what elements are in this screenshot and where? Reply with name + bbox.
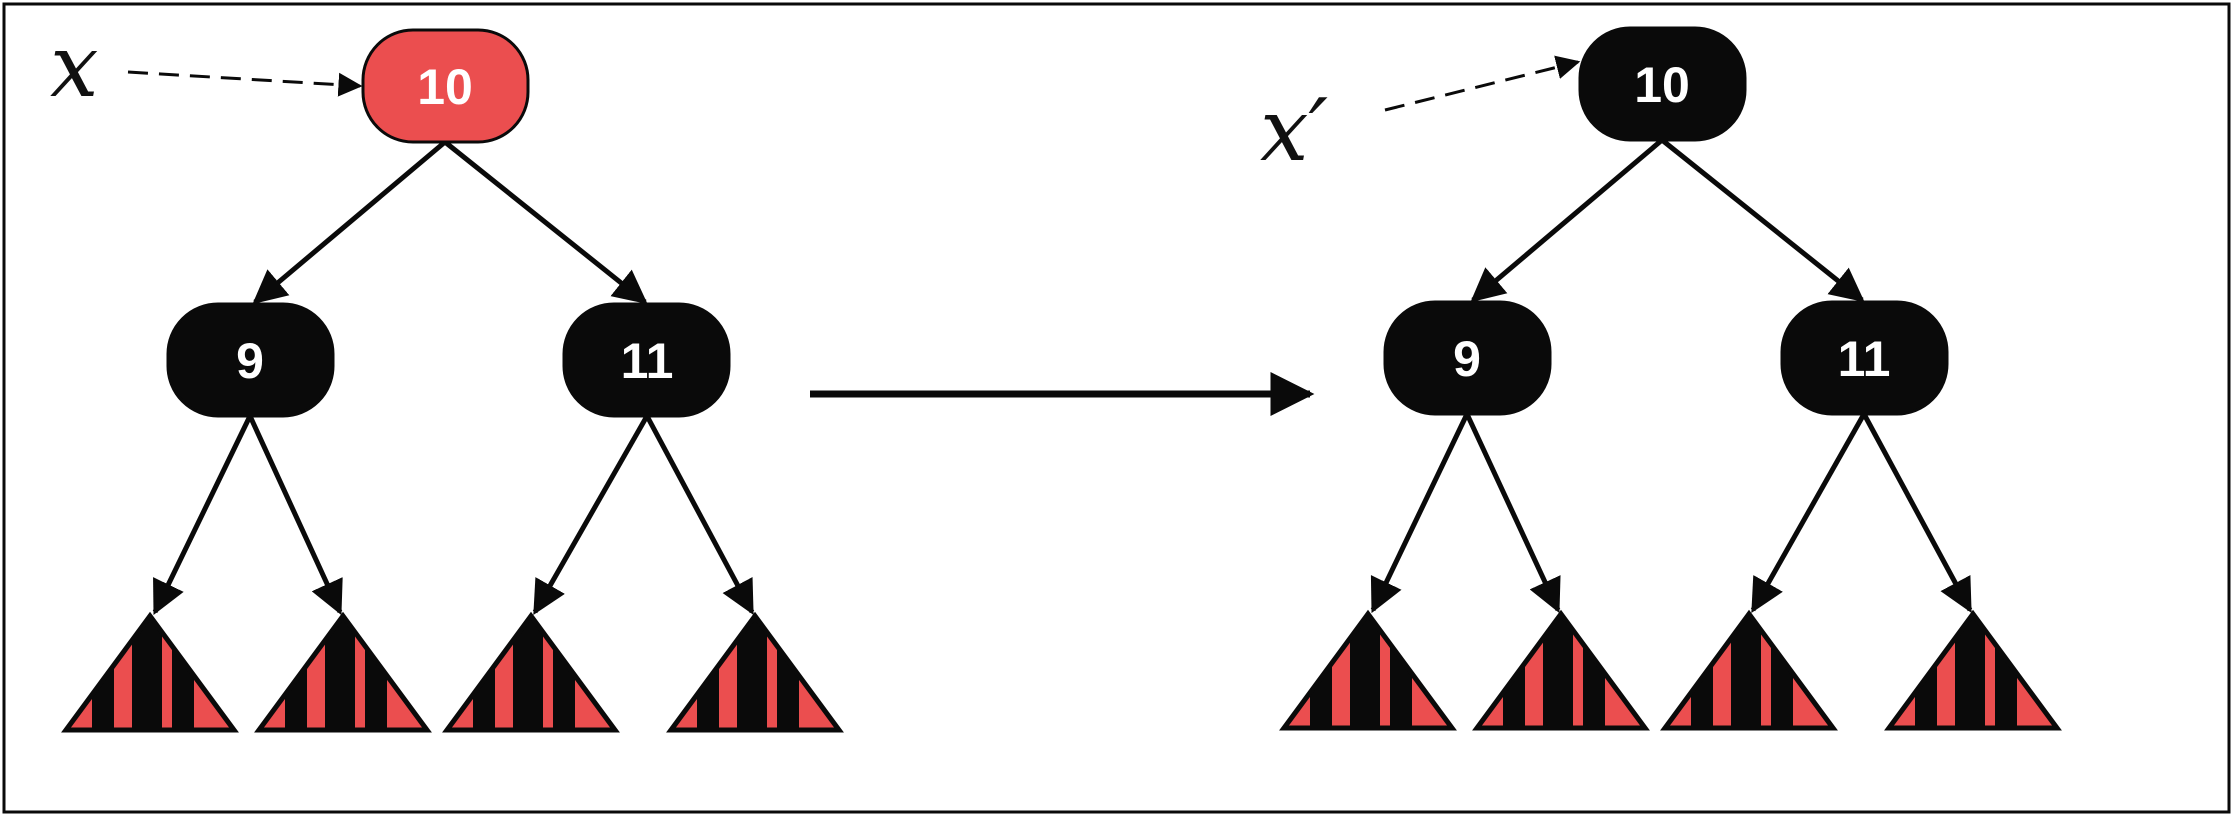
subtree-outline xyxy=(61,611,239,733)
after-root-node: 10 xyxy=(1578,26,1747,142)
after-left-node: 9 xyxy=(1383,300,1552,416)
before-tree: x 10 9 11 xyxy=(50,17,844,733)
node-shape xyxy=(562,302,731,418)
before-root-node: 10 xyxy=(361,28,530,144)
edge-right-to-subtree-4 xyxy=(644,414,755,615)
after-tree: x′ 10 9 11 xyxy=(1260,26,2062,731)
edge-left-to-subtree-2 xyxy=(1464,412,1561,614)
subtree-outline xyxy=(666,611,844,733)
edge-left-to-subtree-1 xyxy=(1370,412,1470,614)
pointer-x-prime-label: x′ xyxy=(1260,81,1328,181)
before-left-node: 9 xyxy=(166,302,335,418)
subtree-outline xyxy=(254,611,432,733)
edge-right-to-subtree-3 xyxy=(1750,412,1867,613)
node-value: 10 xyxy=(1634,57,1690,113)
node-shape xyxy=(166,302,335,418)
node-shape xyxy=(1383,300,1552,416)
node-value: 11 xyxy=(621,333,674,389)
subtree-outline xyxy=(1279,609,1457,731)
node-shape xyxy=(1780,300,1949,416)
edge-root-to-left xyxy=(252,140,447,305)
after-right-node: 11 xyxy=(1780,300,1949,416)
edge-right-to-subtree-4 xyxy=(1861,412,1973,613)
subtree-outline xyxy=(1660,609,1838,731)
subtree-outline xyxy=(1472,609,1650,731)
before-right-node: 11 xyxy=(562,302,731,418)
pointer-x-arrow xyxy=(127,70,363,97)
edge-right-to-subtree-3 xyxy=(532,414,650,615)
pointer-x-label: x xyxy=(50,17,99,117)
edge-root-to-left xyxy=(1470,138,1664,303)
node-value: 9 xyxy=(1453,331,1481,387)
subtree-outline xyxy=(1884,609,2062,731)
subtree-outline xyxy=(442,611,620,733)
node-shape xyxy=(361,28,530,144)
edge-left-to-subtree-1 xyxy=(152,414,253,616)
edge-root-to-right xyxy=(443,140,648,305)
node-shape xyxy=(1578,26,1747,142)
node-value: 10 xyxy=(417,59,473,115)
edge-root-to-right xyxy=(1660,138,1865,303)
node-value: 9 xyxy=(236,333,264,389)
pointer-x-prime-arrow xyxy=(1384,55,1581,112)
node-value: 11 xyxy=(1838,331,1891,387)
edge-left-to-subtree-2 xyxy=(247,414,343,616)
